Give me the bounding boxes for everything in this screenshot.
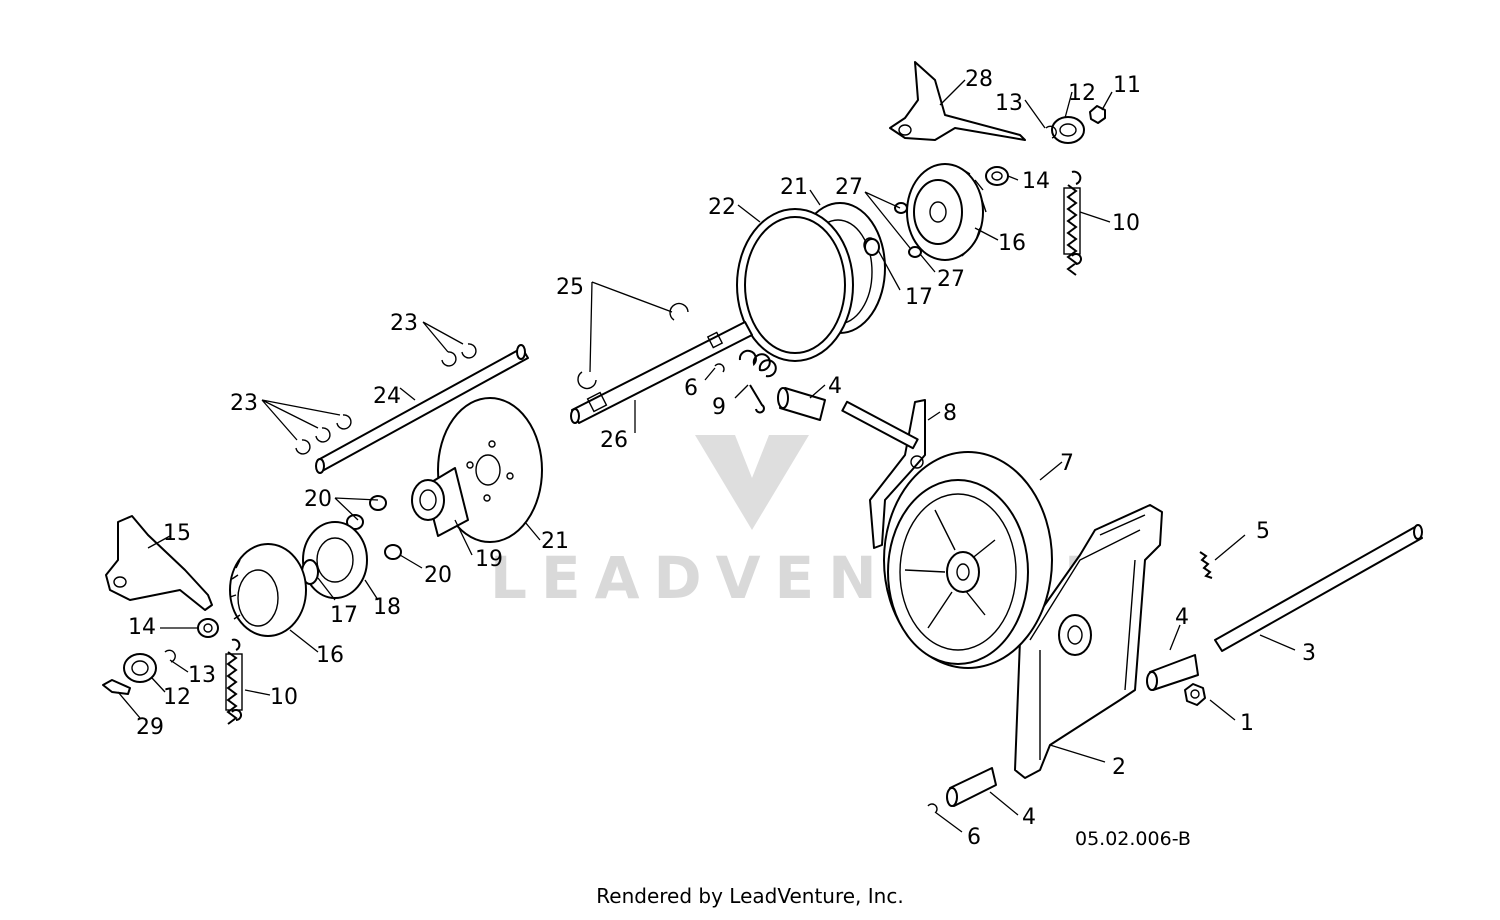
callout-5: 5	[1256, 519, 1270, 544]
spring-upper	[1063, 170, 1082, 276]
callout-9: 9	[712, 395, 726, 420]
callout-18: 18	[373, 595, 401, 620]
callout-16-upper: 16	[998, 231, 1026, 256]
washer-left	[197, 618, 219, 638]
callout-20-upper: 20	[304, 487, 332, 512]
hub	[411, 467, 469, 537]
bracket-upper	[889, 61, 1026, 141]
callout-4-lower: 4	[1022, 805, 1036, 830]
callout-13-lower: 13	[188, 663, 216, 688]
hex-nut	[1184, 683, 1206, 706]
e-clip-6	[714, 363, 725, 373]
callout-19: 19	[475, 547, 503, 572]
spacer-tube-lower	[946, 767, 997, 807]
callout-2: 2	[1112, 755, 1126, 780]
callout-17-upper: 17	[905, 285, 933, 310]
e-clip-left	[164, 649, 176, 663]
watermark-logo-icon	[695, 435, 809, 530]
torsion-spring	[738, 349, 777, 414]
credit-text: Rendered by LeadVenture, Inc.	[596, 884, 904, 908]
callout-22: 22	[708, 195, 736, 220]
leader-lines	[117, 79, 1296, 833]
gear-left	[229, 543, 307, 637]
callout-4-upper: 4	[828, 374, 842, 399]
callout-3: 3	[1302, 641, 1316, 666]
bolt-left	[102, 679, 131, 695]
drive-ring	[736, 208, 854, 362]
callout-17-lower: 17	[330, 603, 358, 628]
callout-10-lower: 10	[270, 685, 298, 710]
callout-16-lower: 16	[316, 643, 344, 668]
drive-wheel	[883, 451, 1053, 669]
spacer-tube-right	[1146, 654, 1199, 691]
callout-24: 24	[373, 384, 401, 409]
callout-4-right: 4	[1175, 605, 1189, 630]
callout-10-upper: 10	[1112, 211, 1140, 236]
e-clip-25b	[577, 371, 597, 390]
callout-1: 1	[1240, 711, 1254, 736]
callout-25: 25	[556, 275, 584, 300]
idler-shaft	[315, 344, 529, 474]
callout-23-lower: 23	[230, 391, 258, 416]
small-spring	[1199, 551, 1213, 579]
callout-29: 29	[136, 715, 164, 740]
callout-6-upper: 6	[684, 376, 698, 401]
bushing-upper	[864, 238, 880, 256]
callout-8: 8	[943, 401, 957, 426]
callout-26: 26	[600, 428, 628, 453]
callout-14-upper: 14	[1022, 169, 1050, 194]
washer-small-b	[908, 246, 922, 258]
nut-upper	[1089, 105, 1106, 124]
callout-7: 7	[1060, 451, 1074, 476]
e-clip-lower	[927, 803, 938, 813]
callout-21-upper: 21	[780, 175, 808, 200]
callout-13-upper: 13	[995, 91, 1023, 116]
hex-shaft	[570, 321, 753, 424]
callout-6-lower: 6	[967, 825, 981, 850]
washer-small-a	[894, 202, 908, 214]
callout-27-lower: 27	[937, 267, 965, 292]
bracket-left	[105, 515, 213, 611]
callout-27-upper: 27	[835, 175, 863, 200]
axle	[1214, 524, 1423, 652]
callout-20-lower: 20	[424, 563, 452, 588]
e-clip-upper	[1045, 125, 1057, 139]
bearing-upper	[1051, 116, 1085, 144]
callout-12-lower: 12	[163, 685, 191, 710]
idler-lever	[841, 399, 926, 549]
callout-28: 28	[965, 67, 993, 92]
e-clips-23-lower	[295, 414, 352, 455]
callout-11: 11	[1113, 73, 1141, 98]
spacer-tube-upper	[777, 387, 826, 421]
callout-14-lower: 14	[128, 615, 156, 640]
callout-12-upper: 12	[1068, 81, 1096, 106]
spring-left	[225, 638, 243, 725]
washer-upper	[985, 166, 1009, 186]
e-clip-25a	[669, 302, 689, 321]
callout-23-upper: 23	[390, 311, 418, 336]
callout-15: 15	[163, 521, 191, 546]
callout-21-lower: 21	[541, 529, 569, 554]
side-frame-plate	[1014, 504, 1163, 779]
gear-upper	[906, 163, 987, 261]
drawing-code: 05.02.006-B	[1075, 828, 1191, 850]
bearing-left	[123, 653, 157, 683]
callout-labels: 28 13 12 11 14 10 16 27 27 21 22 17 25 2…	[128, 67, 1316, 850]
e-clips-23-upper	[441, 343, 477, 367]
